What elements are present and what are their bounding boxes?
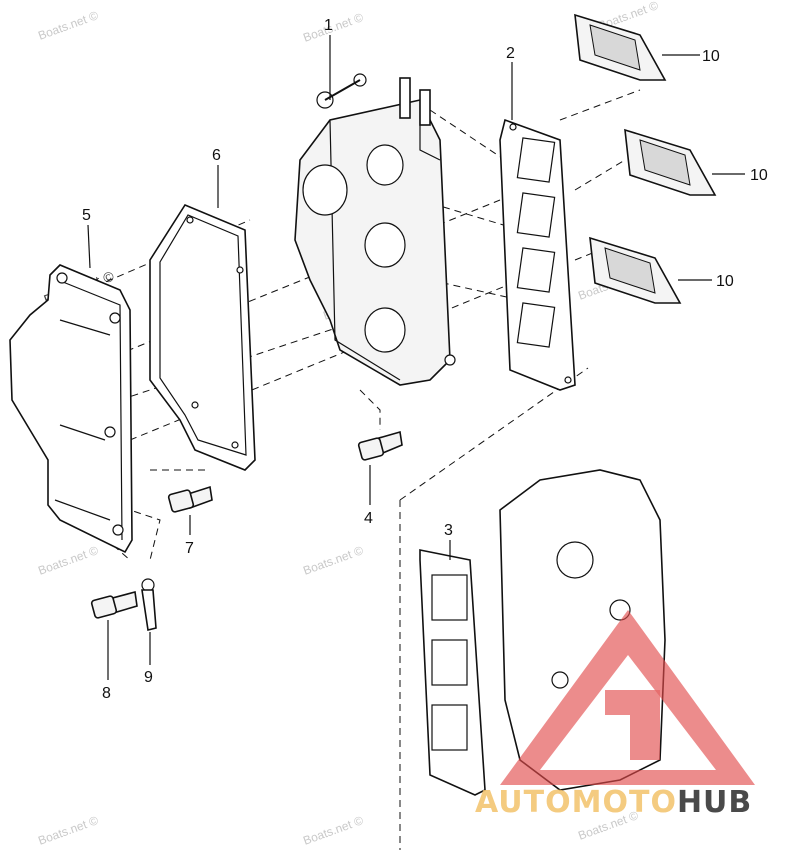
part-number-label: 7 <box>185 540 194 557</box>
part-2-gasket <box>499 118 576 391</box>
watermark-text: Boats.net © <box>36 813 100 848</box>
part-number-label: 5 <box>82 207 91 224</box>
part-10-reed-valve-bottom <box>589 236 682 304</box>
watermark-text: Boats.net © <box>36 543 100 578</box>
part-9-clip <box>141 578 157 631</box>
brand-watermark: AUTOMOTOHUB <box>475 610 755 820</box>
part-number-label: 1 <box>324 17 333 34</box>
brand-triangle-logo <box>500 610 755 785</box>
part-3-gasket <box>419 549 486 796</box>
watermark-text: Boats.net © <box>301 543 365 578</box>
watermark-text: Boats.net © <box>301 813 365 848</box>
part-number-label: 2 <box>506 45 515 62</box>
part-1-manifold <box>294 73 456 386</box>
part-number-label: 10 <box>750 167 768 184</box>
part-10-reed-valve-middle <box>624 128 717 196</box>
part-number-label: 10 <box>702 48 720 65</box>
leader-lines <box>87 35 745 680</box>
part-number-label: 3 <box>444 522 453 539</box>
part-7-bolt <box>167 485 213 513</box>
watermark-text: Boats.net © <box>301 10 365 45</box>
part-8-bolt <box>90 590 138 619</box>
part-5-cover <box>9 264 133 554</box>
part-number-label: 10 <box>716 273 734 290</box>
part-number-label: 4 <box>364 510 373 527</box>
brand-suffix: HUB <box>677 785 752 820</box>
watermark-text: Boats.net © <box>36 8 100 43</box>
part-number-label: 8 <box>102 685 111 702</box>
svg-text:AUTOMOTOHUB: AUTOMOTOHUB <box>475 785 752 820</box>
part-number-label: 9 <box>144 669 153 686</box>
part-number-label: 6 <box>212 147 221 164</box>
part-4-bolt <box>357 430 403 461</box>
brand-prefix: AUTOMOTO <box>475 785 677 820</box>
part-6-gasket <box>149 204 256 471</box>
part-10-reed-valve-top <box>574 13 667 81</box>
part-number-labels: 1 2 3 4 5 6 7 8 9 10 10 10 <box>82 17 768 702</box>
